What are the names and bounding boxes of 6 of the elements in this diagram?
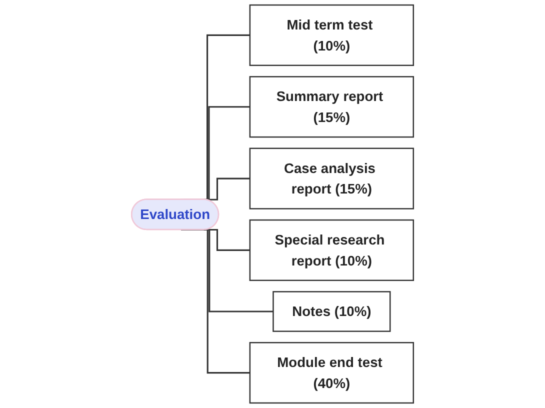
node-box: Module end test (40%) bbox=[249, 342, 414, 404]
node-box: Mid term test (10%) bbox=[249, 4, 414, 66]
node-box: Special research report (10%) bbox=[249, 219, 414, 281]
node-box: Notes (10%) bbox=[272, 291, 391, 332]
node-box: Summary report (15%) bbox=[249, 76, 414, 138]
node-box: Case analysis report (15%) bbox=[249, 148, 414, 210]
